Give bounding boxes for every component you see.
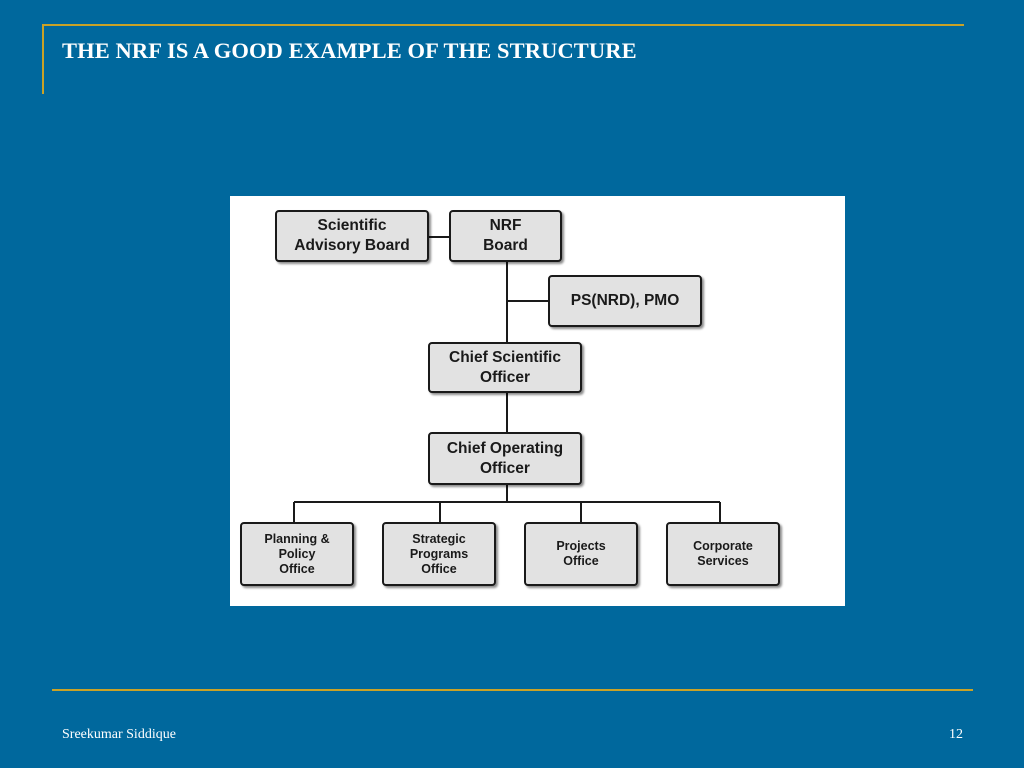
chief-scientific-officer-box: Chief Scientific Officer: [428, 342, 582, 393]
slide-title: THE NRF IS A GOOD EXAMPLE OF THE STRUCTU…: [62, 38, 637, 63]
nrf-board-box: NRF Board: [449, 210, 562, 262]
ps-nrd-pmo-box: PS(NRD), PMO: [548, 275, 702, 327]
footer-rule: [52, 689, 973, 691]
page-number: 12: [949, 727, 963, 742]
strategic-programs-office-box: Strategic Programs Office: [382, 522, 496, 586]
projects-office-box: Projects Office: [524, 522, 638, 586]
org-chart-connectors: [293, 236, 721, 522]
title-frame-top-rule: [42, 24, 964, 26]
planning-policy-office-box: Planning & Policy Office: [240, 522, 354, 586]
footer-author: Sreekumar Siddique: [62, 727, 176, 742]
org-chart-panel: Scientific Advisory Board NRF Board PS(N…: [230, 196, 845, 606]
chief-operating-officer-box: Chief Operating Officer: [428, 432, 582, 485]
title-frame-left-rule: [42, 24, 44, 94]
corporate-services-box: Corporate Services: [666, 522, 780, 586]
scientific-advisory-board-box: Scientific Advisory Board: [275, 210, 429, 262]
